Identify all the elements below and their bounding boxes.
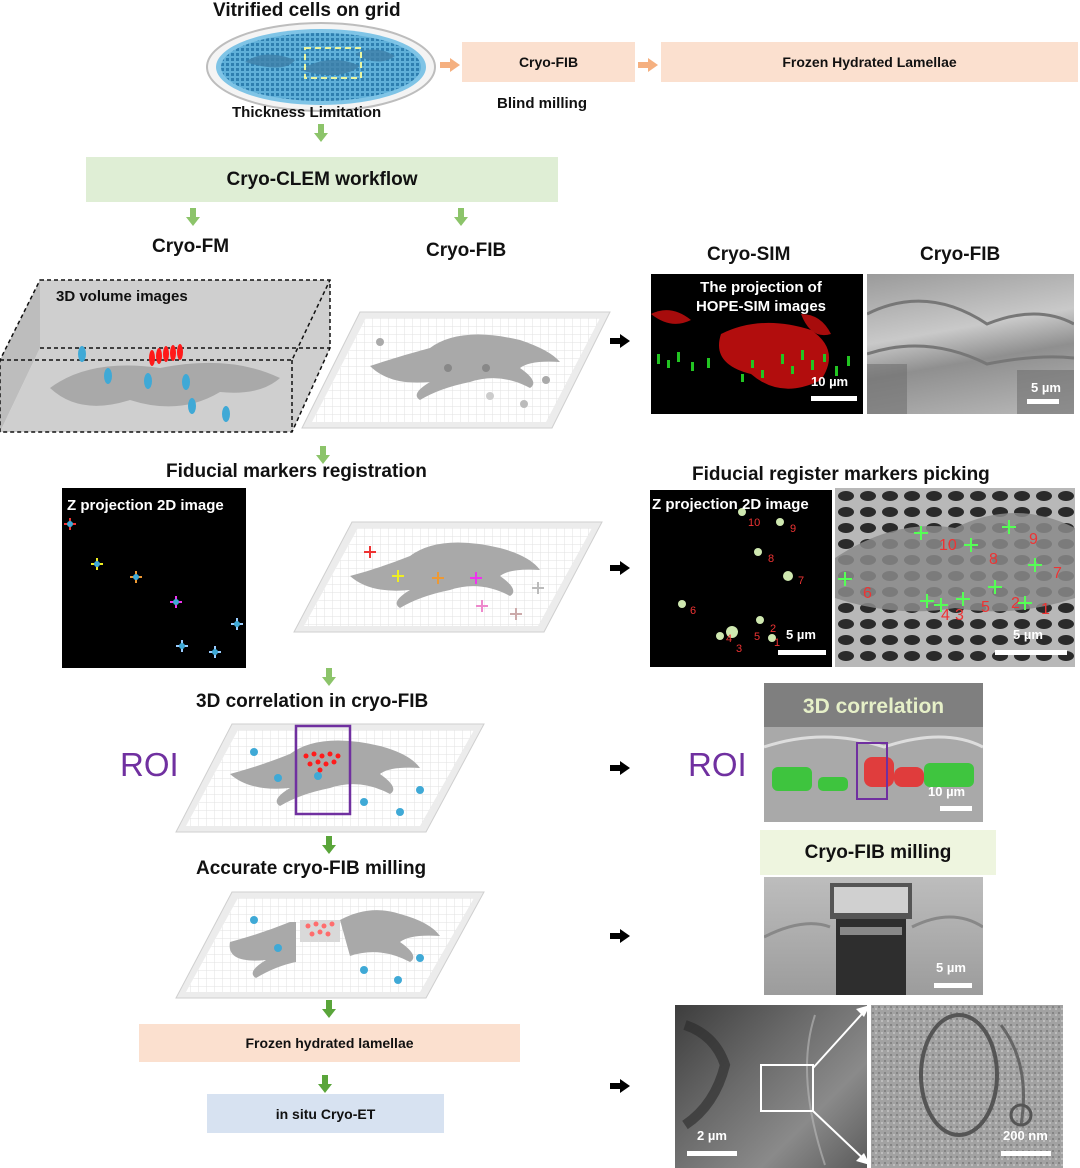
roi-label-left: ROI xyxy=(120,746,179,783)
lamellae-box-top: Frozen Hydrated Lamellae xyxy=(661,42,1078,82)
arrow-right-icon xyxy=(610,1079,630,1093)
roi-label-right: ROI xyxy=(688,746,747,783)
milling-title: Accurate cryo-FIB milling xyxy=(196,858,427,879)
arrow-down-icon xyxy=(316,446,330,464)
arrow-right-icon xyxy=(638,58,658,72)
tem-overview-image: 2 µm xyxy=(675,1005,867,1168)
fib-plane-illustration-1 xyxy=(301,311,611,429)
milling-image: 5 µm xyxy=(764,877,983,995)
title-vitrified: Vitrified cells on grid xyxy=(213,0,401,21)
marker-number: 9 xyxy=(1029,531,1038,548)
marker-number: 6 xyxy=(863,585,872,602)
arrow-right-icon xyxy=(610,561,630,575)
marker-number: 8 xyxy=(768,553,774,565)
cryo-sim-image: The projection of HOPE-SIM images 10 µm xyxy=(651,274,863,414)
lamellae-box-bottom: Frozen hydrated lamellae xyxy=(139,1024,520,1062)
arrow-right-icon xyxy=(610,334,630,348)
scale-bar xyxy=(995,650,1067,655)
arrow-down-icon xyxy=(322,668,336,686)
scale-bar xyxy=(1001,1151,1051,1156)
scale-label: 2 µm xyxy=(697,1128,727,1143)
marker-number: 1 xyxy=(774,637,780,649)
marker-number: 1 xyxy=(1041,601,1050,618)
z-projection-image: Z projection 2D image xyxy=(62,488,246,668)
marker-number: 2 xyxy=(770,623,776,635)
correlation-title-label: 3D correlation xyxy=(802,695,945,718)
fib-plane-illustration-2 xyxy=(293,521,603,633)
cryo-fib-milling-box: Cryo-FIB milling xyxy=(760,830,996,875)
scale-label: 5 µm xyxy=(786,627,816,642)
scale-label: 10 µm xyxy=(811,374,849,389)
scale-bar xyxy=(811,396,857,401)
arrow-right-icon xyxy=(610,761,630,775)
scale-bar xyxy=(687,1151,737,1156)
cryo-sim-title: Cryo-SIM xyxy=(707,244,791,265)
volume-box-illustration xyxy=(0,279,331,433)
scale-label: 5 µm xyxy=(1013,627,1043,642)
marker-number: 7 xyxy=(1053,565,1062,582)
cryo-fib-title-right: Cryo-FIB xyxy=(920,244,1001,265)
fib-plane-illustration-4 xyxy=(175,891,485,999)
arrow-down-icon xyxy=(314,124,328,142)
blind-milling: Blind milling xyxy=(497,95,587,112)
marker-number: 3 xyxy=(955,607,964,624)
arrow-down-icon xyxy=(322,1000,336,1018)
cryo-fm-label: Cryo-FM xyxy=(152,236,230,257)
arrow-down-icon xyxy=(322,836,336,854)
marker-number: 2 xyxy=(1011,595,1020,612)
cryo-et-box: in situ Cryo-ET xyxy=(207,1094,444,1133)
cryo-fib-image: 5 µm xyxy=(867,274,1074,414)
arrow-right-icon xyxy=(610,929,630,943)
cryo-clem-workflow-box: Cryo-CLEM workflow xyxy=(86,157,558,202)
scale-label: 5 µm xyxy=(1031,380,1061,395)
fiducial-sem-image: 10 9 8 7 6 5 4 3 2 1 5 µm xyxy=(835,488,1075,667)
grid-illustration xyxy=(206,22,436,112)
marker-number: 3 xyxy=(736,643,742,655)
marker-number: 8 xyxy=(989,551,998,568)
arrow-down-icon xyxy=(186,208,200,226)
cryofib-box-top: Cryo-FIB xyxy=(462,42,635,82)
scale-bar xyxy=(940,806,972,811)
fiducial-title: Fiducial markers registration xyxy=(166,461,427,482)
arrow-right-icon xyxy=(440,58,460,72)
marker-number: 4 xyxy=(726,633,732,645)
scale-label: 5 µm xyxy=(936,960,966,975)
scale-label: 200 nm xyxy=(1003,1128,1048,1143)
scale-bar xyxy=(934,983,972,988)
marker-number: 7 xyxy=(798,575,804,587)
marker-number: 9 xyxy=(790,523,796,535)
z-projection-right-image: Z projection 2D image 10 9 8 7 6 5 4 3 2… xyxy=(650,490,832,667)
cryo-fib-label: Cryo-FIB xyxy=(426,240,507,261)
zoom-lines xyxy=(812,1005,871,1166)
z-projection-label: Z projection 2D image xyxy=(67,497,224,514)
marker-number: 4 xyxy=(941,607,950,624)
correlation-title: 3D correlation in cryo-FIB xyxy=(196,691,429,712)
fib-plane-illustration-3 xyxy=(175,723,485,833)
volume-label: 3D volume images xyxy=(56,288,188,305)
arrow-down-icon xyxy=(454,208,468,226)
scale-label: 10 µm xyxy=(928,784,966,799)
projection-text: The projection of HOPE-SIM images xyxy=(695,279,827,315)
tomogram-image: 200 nm xyxy=(871,1005,1063,1168)
z-projection-right-label: Z projection 2D image xyxy=(652,496,809,513)
marker-number: 10 xyxy=(939,537,957,554)
marker-number: 10 xyxy=(748,517,760,529)
correlation-image: 3D correlation 10 µm xyxy=(764,683,983,822)
marker-number: 6 xyxy=(690,605,696,617)
scale-bar xyxy=(1027,399,1059,404)
marker-number: 5 xyxy=(981,599,990,616)
scale-bar xyxy=(778,650,826,655)
arrow-down-icon xyxy=(318,1075,332,1093)
picking-title: Fiducial register markers picking xyxy=(692,464,990,485)
thickness-limitation: Thickness Limitation xyxy=(232,104,382,121)
marker-number: 5 xyxy=(754,631,760,643)
